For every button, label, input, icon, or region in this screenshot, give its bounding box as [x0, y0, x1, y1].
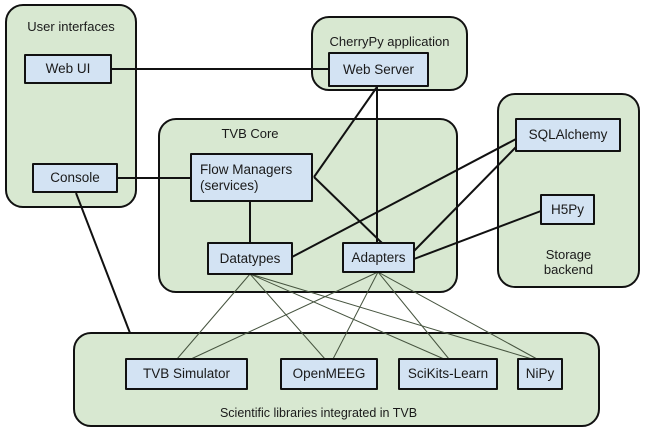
flow-managers-label-line2: (services) — [200, 177, 259, 193]
container-scientific-libraries-label: Scientific libraries integrated in TVB — [219, 406, 418, 420]
flow-managers-label-line1: Flow Managers — [200, 161, 293, 177]
node-nipy: NiPy — [517, 358, 563, 390]
node-adapters-label: Adapters — [351, 249, 406, 265]
node-scikits-learn-label: SciKits-Learn — [407, 366, 489, 381]
node-h5py-label: H5Py — [550, 201, 584, 217]
node-web-server: Web Server — [328, 52, 429, 87]
node-sqlalchemy: SQLAlchemy — [515, 118, 621, 152]
node-h5py: H5Py — [540, 194, 595, 225]
node-datatypes-label: Datatypes — [219, 250, 281, 266]
node-tvb-simulator-label: TVB Simulator — [142, 366, 231, 381]
storage-backend-label-line1: Storage — [545, 247, 592, 262]
node-nipy-label: NiPy — [525, 366, 555, 381]
node-openmeeg-label: OpenMEEG — [292, 366, 366, 381]
node-sqlalchemy-label: SQLAlchemy — [528, 127, 608, 142]
node-console: Console — [32, 163, 118, 193]
container-user-interfaces-label: User interfaces — [27, 19, 115, 34]
container-tvb-core-label: TVB Core — [221, 126, 279, 141]
container-cherrypy-application-label: CherryPy application — [329, 34, 450, 49]
node-flow-managers-label: Flow Managers (services) — [200, 162, 292, 194]
storage-backend-label-line2: backend — [543, 262, 594, 277]
node-datatypes: Datatypes — [207, 242, 293, 275]
node-web-server-label: Web Server — [342, 61, 415, 77]
node-adapters: Adapters — [342, 242, 415, 273]
node-console-label: Console — [50, 170, 100, 185]
edge-console-science_container — [75, 192, 131, 334]
node-scikits-learn: SciKits-Learn — [398, 358, 498, 390]
node-tvb-simulator: TVB Simulator — [125, 358, 248, 390]
node-web-ui: Web UI — [24, 54, 112, 84]
container-storage-backend-label: Storage backend — [499, 247, 638, 277]
node-web-ui-label: Web UI — [45, 61, 91, 76]
node-openmeeg: OpenMEEG — [280, 358, 378, 390]
node-flow-managers: Flow Managers (services) — [190, 153, 313, 202]
